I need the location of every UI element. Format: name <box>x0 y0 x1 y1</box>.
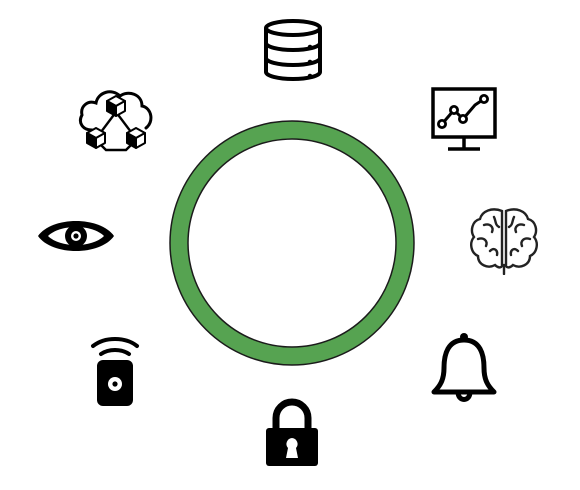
analytics-monitor-icon <box>431 87 497 151</box>
bell-icon <box>431 333 497 402</box>
ring-inner-edge <box>187 138 397 348</box>
padlock-icon <box>266 398 318 466</box>
eye-icon <box>38 221 114 251</box>
cloud-network-icon <box>78 90 153 152</box>
wireless-remote-icon <box>91 337 139 406</box>
brain-icon <box>470 208 538 275</box>
database-icon <box>264 19 322 81</box>
